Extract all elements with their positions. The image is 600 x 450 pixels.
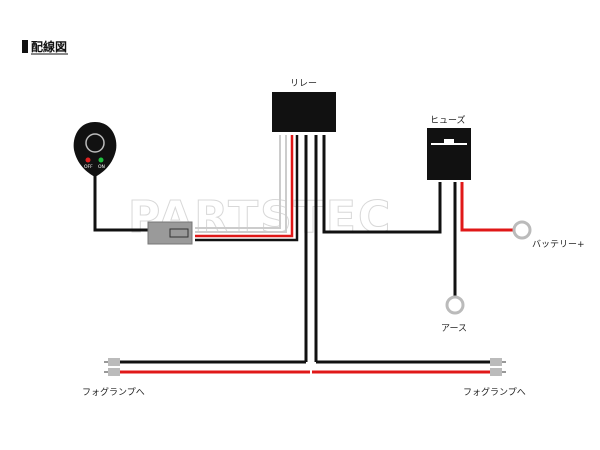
fuse-body <box>427 128 471 180</box>
battery-ring <box>512 220 532 240</box>
harness-white-wire-2 <box>195 135 287 233</box>
fog-left-plug-red <box>108 368 120 376</box>
fog-right-label: フォグランプへ <box>463 386 526 398</box>
relay-body <box>272 92 336 132</box>
ground-ring <box>445 295 465 315</box>
switch-off-led <box>85 157 91 163</box>
fog-left-label: フォグランプへ <box>82 386 145 398</box>
fuse-label: ヒューズ <box>430 114 466 126</box>
battery-terminal: バッテリー+ <box>512 220 585 250</box>
relay: リレー <box>272 79 336 132</box>
fuse-cap-notch <box>444 139 454 143</box>
relay-label: リレー <box>290 79 317 89</box>
harness-red-wire <box>195 135 294 238</box>
harness-black-wire <box>195 135 299 242</box>
title-marker <box>22 40 28 53</box>
relay-to-fuse-wire <box>322 135 442 234</box>
fuse-to-battery-wire <box>460 182 514 232</box>
fog-right-plug-black <box>490 358 502 366</box>
harness-connector <box>147 221 193 245</box>
page-title: 配線図 <box>31 39 67 54</box>
fog-left-plugs: フォグランプへ <box>82 358 145 398</box>
connector-slot <box>169 228 189 238</box>
ground-terminal: アース <box>441 295 467 334</box>
switch-wire <box>93 172 148 232</box>
ground-label: アース <box>441 324 467 334</box>
switch: OFF ON <box>73 122 117 177</box>
fuse-holder: ヒューズ <box>427 114 471 180</box>
fog-left-plug-black <box>108 358 120 366</box>
switch-on-led <box>98 157 104 163</box>
fuse-cap-line <box>431 143 467 145</box>
switch-on-label: ON <box>98 164 105 170</box>
battery-label: バッテリー+ <box>532 239 585 250</box>
fog-right-plugs: フォグランプへ <box>463 358 526 398</box>
switch-button <box>85 133 105 153</box>
switch-off-label: OFF <box>84 164 93 170</box>
fog-right-plug-red <box>490 368 502 376</box>
harness-white-wire-1 <box>195 135 281 229</box>
